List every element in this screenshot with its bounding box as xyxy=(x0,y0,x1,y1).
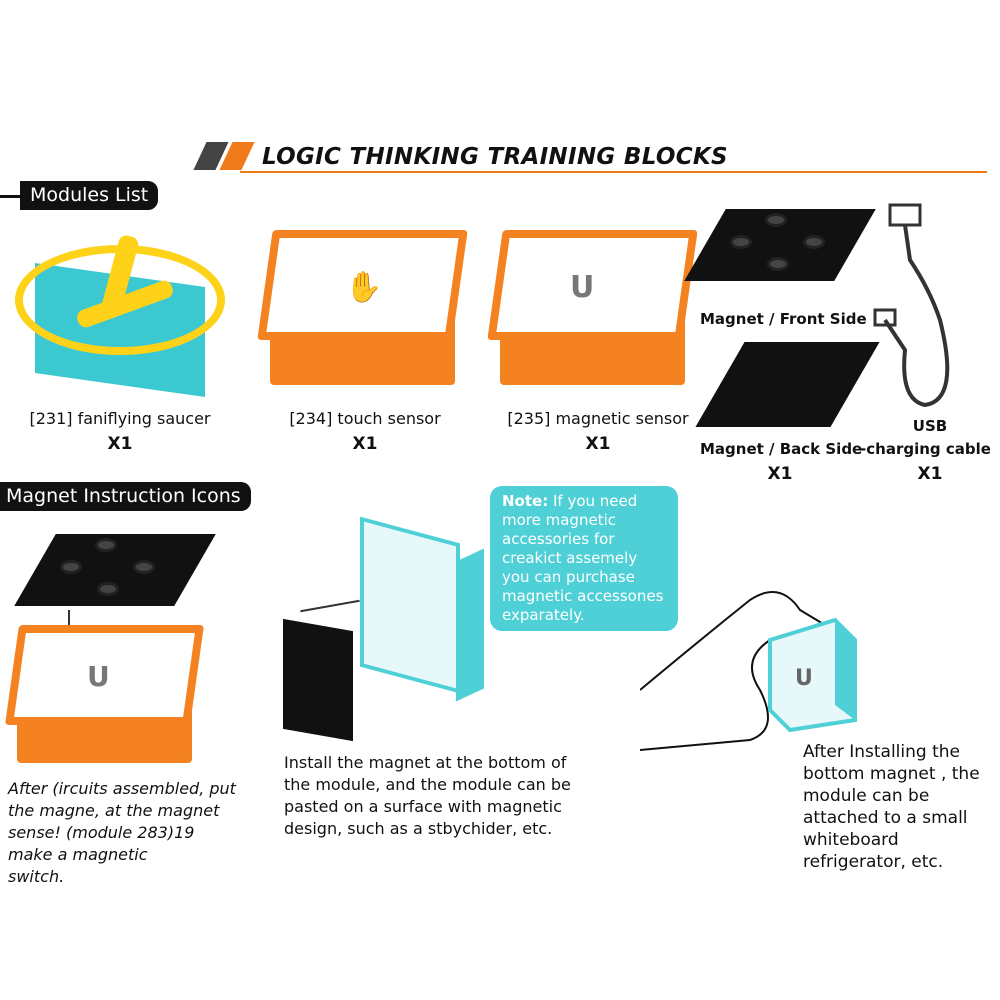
page-title: LOGIC THINKING TRAINING BLOCKS xyxy=(262,144,728,170)
item-label-usb-2: -charging cable xyxy=(860,440,991,458)
modules-list-line xyxy=(0,195,20,198)
magnet-icon: U xyxy=(570,270,595,305)
magnet-plate-image xyxy=(283,618,353,742)
modules-list-heading: Modules List xyxy=(20,181,159,210)
magnet-back-image xyxy=(695,342,880,427)
teal-module-image xyxy=(360,516,485,702)
connector-line xyxy=(68,610,70,635)
text-line: design, such as a stbychider, etc. xyxy=(284,819,553,838)
instruction-icons-heading: Magnet Instruction Icons xyxy=(0,482,251,511)
magnet-front-image xyxy=(684,205,876,290)
item-label-saucer: [231] faniflying saucer xyxy=(29,409,211,428)
item-qty-saucer: X1 xyxy=(107,434,133,454)
magnetic-sensor-image: U xyxy=(487,230,698,390)
usb-cable-image xyxy=(873,203,950,408)
note-text: If you need more magnetic accessories fo… xyxy=(502,492,664,624)
note-bubble: Note: If you need more magnetic accessor… xyxy=(490,486,678,631)
text-line: the module, and the module can be xyxy=(284,775,571,794)
note-label: Note: xyxy=(502,492,549,510)
right-instruction-text: After Installing the bottom magnet , the… xyxy=(803,741,980,873)
magnet-icon: U xyxy=(87,660,110,693)
hand-icon: ✋ xyxy=(345,270,383,305)
text-line: sense! (module 283)19 xyxy=(8,823,195,842)
text-line: refrigerator, etc. xyxy=(803,852,944,872)
text-line: make a magnetic xyxy=(8,845,148,864)
text-line: module can be xyxy=(803,786,930,806)
text-line: pasted on a surface with magnetic xyxy=(284,797,562,816)
text-line: attached to a small xyxy=(803,808,968,828)
text-line: After Installing the xyxy=(803,742,960,762)
arrow-line xyxy=(300,599,360,613)
item-label-usb-1: USB xyxy=(912,417,948,435)
text-line: the magne, at the magnet xyxy=(8,801,220,820)
item-label-magnet-back: Magnet / Back Side xyxy=(700,440,863,458)
text-line: switch. xyxy=(8,867,65,886)
text-line: bottom magnet , the xyxy=(803,764,980,784)
saucer-module-image xyxy=(15,233,225,397)
item-qty-touch: X1 xyxy=(352,434,378,454)
item-label-magnet-front: Magnet / Front Side xyxy=(700,310,867,328)
title-underline xyxy=(240,171,987,173)
item-qty-magnet: X1 xyxy=(767,464,793,484)
item-label-touch: [234] touch sensor xyxy=(289,409,441,428)
item-qty-magnetic: X1 xyxy=(585,434,611,454)
hand-holding-module-image: U xyxy=(640,591,857,751)
item-label-magnetic: [235] magnetic sensor xyxy=(507,409,689,428)
left-instruction-text: After (ircuits assembled, put the magne,… xyxy=(8,778,236,888)
text-line: whiteboard xyxy=(803,830,899,850)
magnetic-module-image: U xyxy=(4,625,205,765)
text-line: Install the magnet at the bottom of xyxy=(284,753,567,772)
middle-instruction-text: Install the magnet at the bottom of the … xyxy=(284,752,571,840)
svg-text:U: U xyxy=(795,666,813,691)
magnet-pad-image xyxy=(14,530,216,615)
item-qty-usb: X1 xyxy=(917,464,943,484)
text-line: After (ircuits assembled, put xyxy=(8,779,236,798)
touch-sensor-image: ✋ xyxy=(257,230,468,390)
